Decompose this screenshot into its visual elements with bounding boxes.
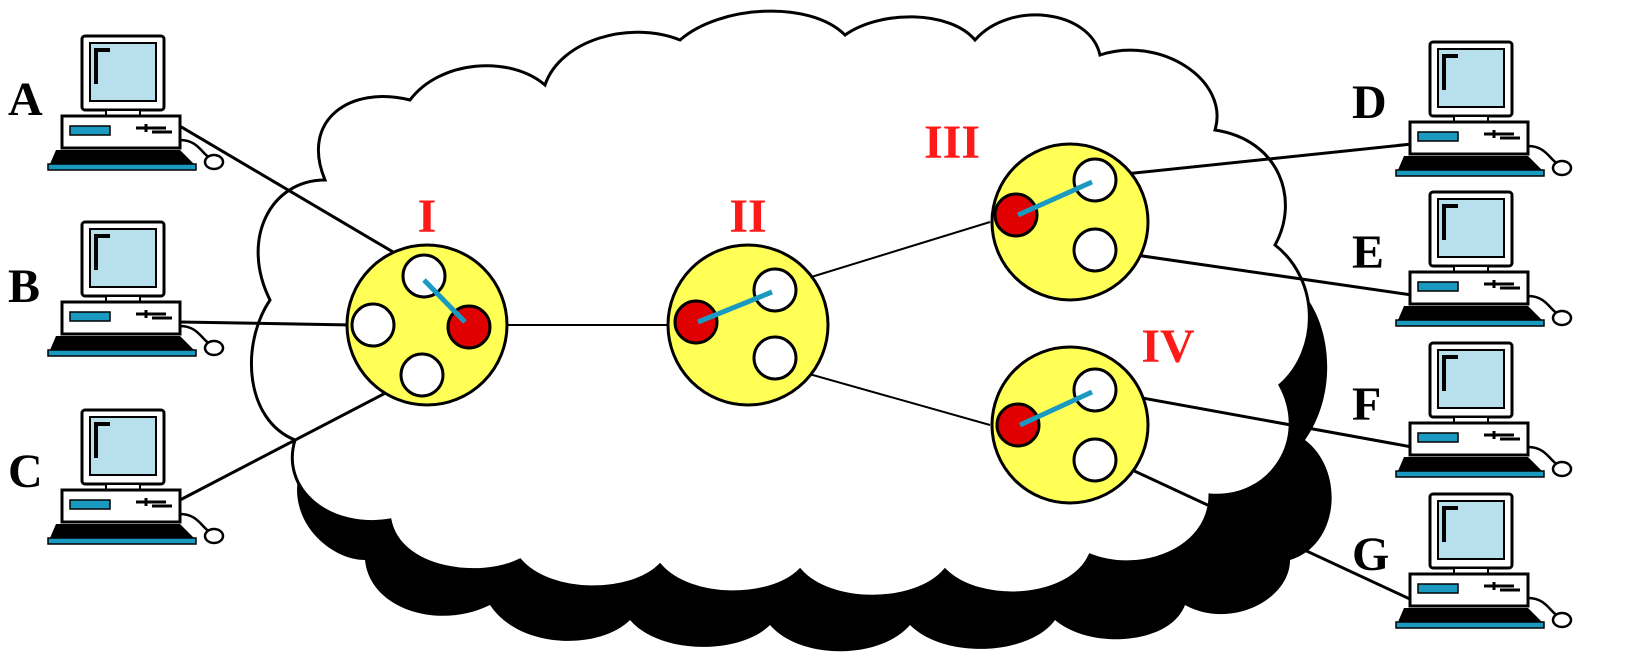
port [350,302,396,348]
host-label-g: G [1352,528,1389,581]
link-a-switch-i [177,123,411,264]
internal-connection [1016,179,1094,218]
switch-label-iv: IV [1141,320,1195,373]
host-links [177,123,1413,602]
host-e-computer-icon [1394,190,1573,328]
link-e-switch-iii [1114,250,1413,297]
port [1072,437,1118,483]
host-f-computer-icon [1394,341,1573,479]
switch-label-ii: II [729,190,766,243]
active-port [995,402,1041,448]
port [1072,227,1118,273]
switch-label-iii: III [924,116,980,169]
port [399,352,445,398]
active-port [673,299,719,345]
host-label-d: D [1352,76,1387,129]
link-ii-iii [794,221,991,283]
host-c-computer-icon [46,408,225,546]
host-g-computer-icon [1394,492,1573,630]
switch-iii [990,142,1150,302]
link-g-switch-iv [1114,460,1413,602]
internal-connection [1018,389,1094,428]
switch-body [345,243,509,407]
link-c-switch-i [179,386,396,502]
port [1072,367,1118,413]
internal-connection [422,278,467,324]
active-port [993,192,1039,238]
internal-connection [697,289,773,325]
switch-i [345,243,509,407]
port [752,267,798,313]
host-label-a: A [8,73,43,126]
link-d-switch-iii [1114,142,1413,177]
link-b-switch-i [179,320,353,327]
host-label-e: E [1352,226,1384,279]
link-ii-iv [794,369,991,426]
trunk-links [488,221,991,426]
host-label-c: C [8,445,43,498]
switch-label-i: I [418,190,437,243]
switch-ii [666,243,830,407]
port [1072,157,1118,203]
host-label-f: F [1352,378,1381,431]
port [752,335,798,381]
host-a-computer-icon [46,34,225,172]
port [401,253,447,299]
host-label-b: B [8,260,40,313]
switch-iv [990,345,1150,505]
host-b-computer-icon [46,220,225,358]
link-f-switch-iv [1114,391,1413,449]
host-d-computer-icon [1394,40,1573,178]
